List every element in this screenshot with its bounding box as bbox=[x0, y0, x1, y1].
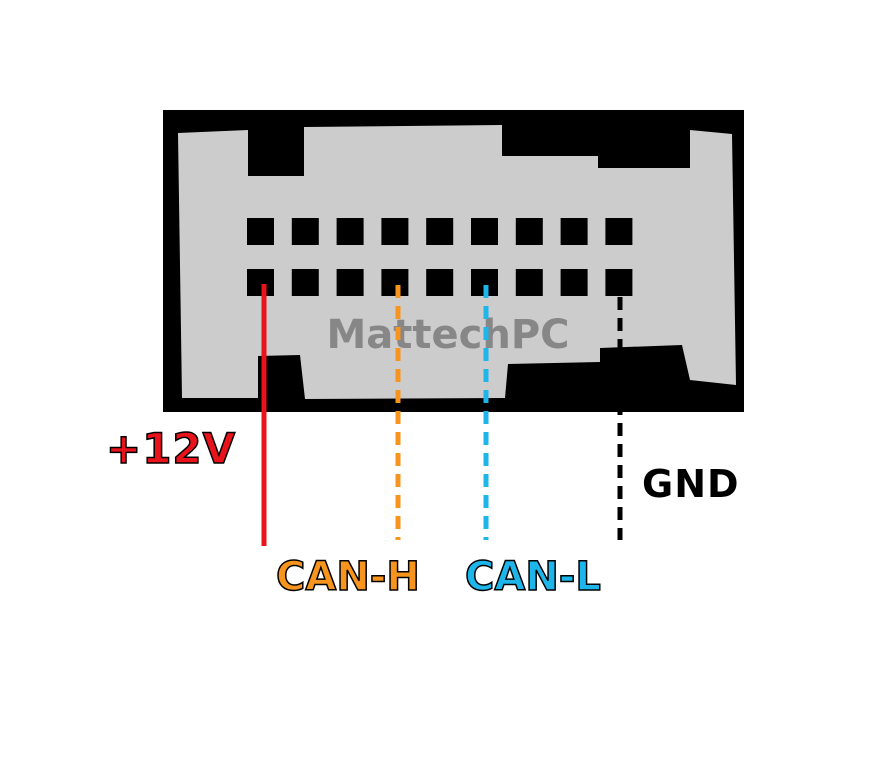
pin-cavity-r1-4 bbox=[381, 218, 409, 245]
label-gnd: GND bbox=[642, 462, 740, 506]
label-can-h: CAN-H bbox=[275, 554, 420, 600]
pin-cavity-r1-9 bbox=[605, 218, 633, 245]
pin-cavity-r1-6 bbox=[471, 218, 498, 245]
pin-cavity-r2-5 bbox=[426, 269, 454, 296]
pin-cavity-r2-4 bbox=[381, 269, 409, 296]
pin-cavity-r1-5 bbox=[426, 218, 454, 245]
watermark-text: MattechPC bbox=[326, 312, 569, 358]
pin-cavity-r2-7 bbox=[515, 269, 543, 296]
pin-cavity-r2-2 bbox=[291, 269, 319, 296]
pin-cavity-r2-8 bbox=[560, 269, 588, 296]
pin-cavity-r1-1 bbox=[247, 218, 274, 245]
housing-inner-face bbox=[178, 125, 736, 399]
pin-cavity-r1-7 bbox=[515, 218, 543, 245]
pin-cavity-r1-3 bbox=[336, 218, 364, 245]
pin-cavity-r1-8 bbox=[560, 218, 588, 245]
pin-cavity-r2-1 bbox=[247, 269, 274, 296]
wire-lines bbox=[261, 284, 623, 546]
pin-cavity-r1-2 bbox=[291, 218, 319, 245]
pin-cavities bbox=[247, 218, 633, 296]
connector-housing bbox=[163, 110, 744, 412]
label-12v: +12V bbox=[105, 424, 237, 473]
label-can-l: CAN-L bbox=[464, 554, 601, 600]
pin-cavity-r2-3 bbox=[336, 269, 364, 296]
pin-cavity-r2-9 bbox=[605, 269, 633, 296]
